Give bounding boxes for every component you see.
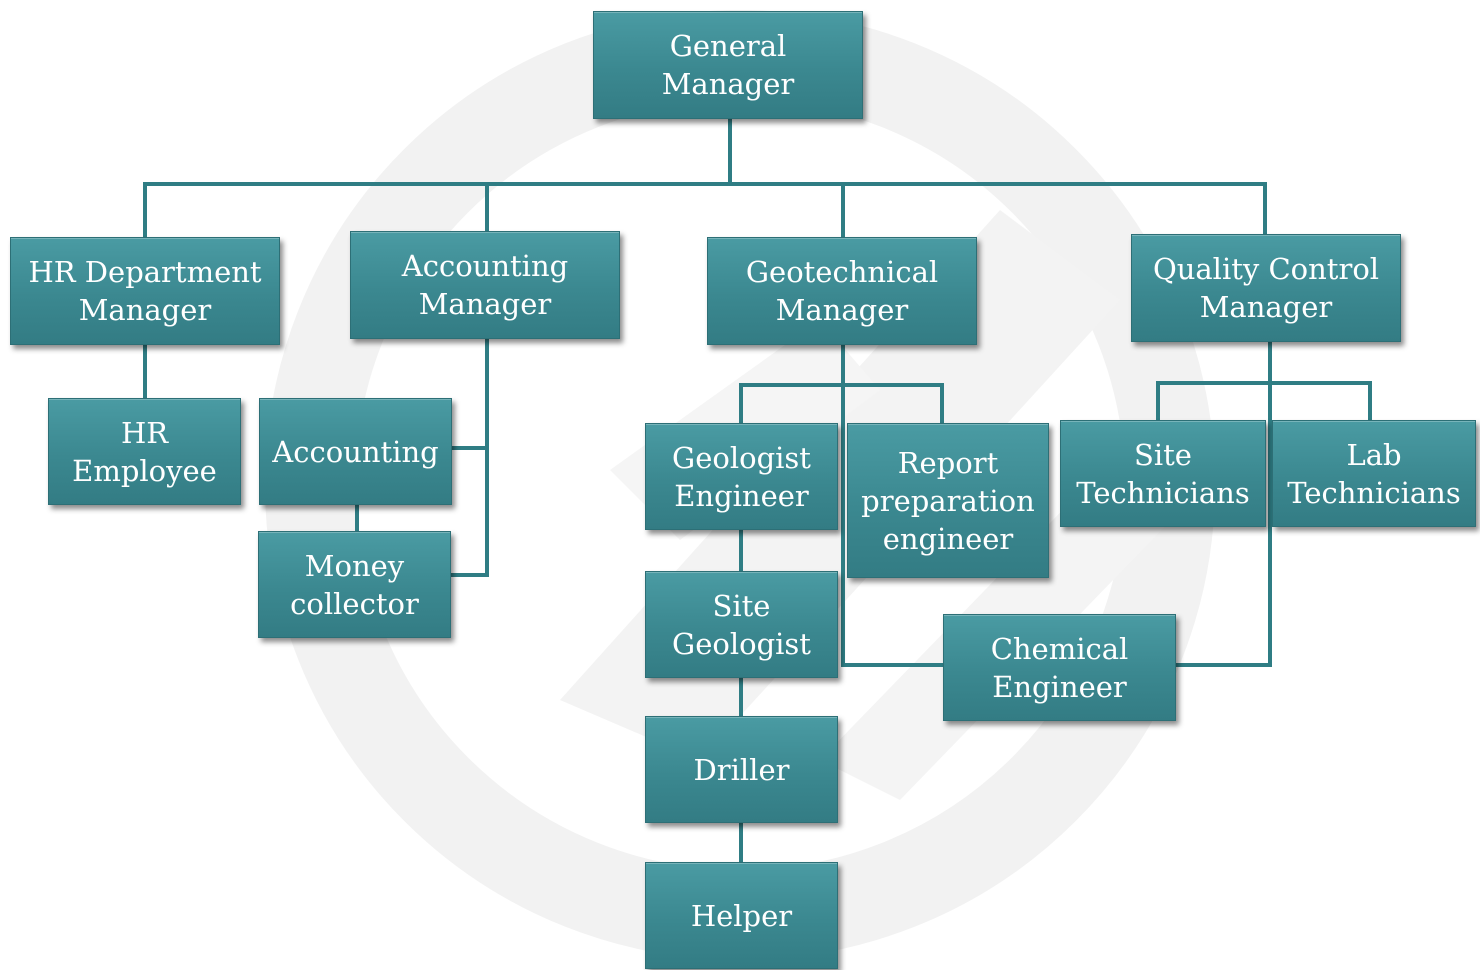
money-collector-box: Money collector xyxy=(258,531,451,638)
connector-qc-trunk xyxy=(1174,340,1272,667)
general-manager-box: General Manager xyxy=(593,11,863,119)
geologist-engineer-box: Geologist Engineer xyxy=(645,423,838,530)
accounting-manager-box: Accounting Manager xyxy=(350,231,620,339)
hr-employee-box: HR Employee xyxy=(48,398,241,505)
site-geologist-box: Site Geologist xyxy=(645,571,838,678)
report-engineer-box: Report preparation engineer xyxy=(847,423,1049,578)
hr-manager-box: HR Department Manager xyxy=(10,237,280,345)
chemical-engineer-box: Chemical Engineer xyxy=(943,614,1176,721)
accounting-box: Accounting xyxy=(259,398,452,505)
qc-manager-box: Quality Control Manager xyxy=(1131,234,1401,342)
geotechnical-manager-box: Geotechnical Manager xyxy=(707,237,977,345)
site-technicians-box: Site Technicians xyxy=(1060,420,1266,527)
helper-box: Helper xyxy=(645,862,838,969)
connector-chemical-left xyxy=(841,383,945,667)
lab-technicians-box: Lab Technicians xyxy=(1272,420,1476,527)
driller-box: Driller xyxy=(645,716,838,823)
connector-accounting-branch xyxy=(450,337,489,577)
